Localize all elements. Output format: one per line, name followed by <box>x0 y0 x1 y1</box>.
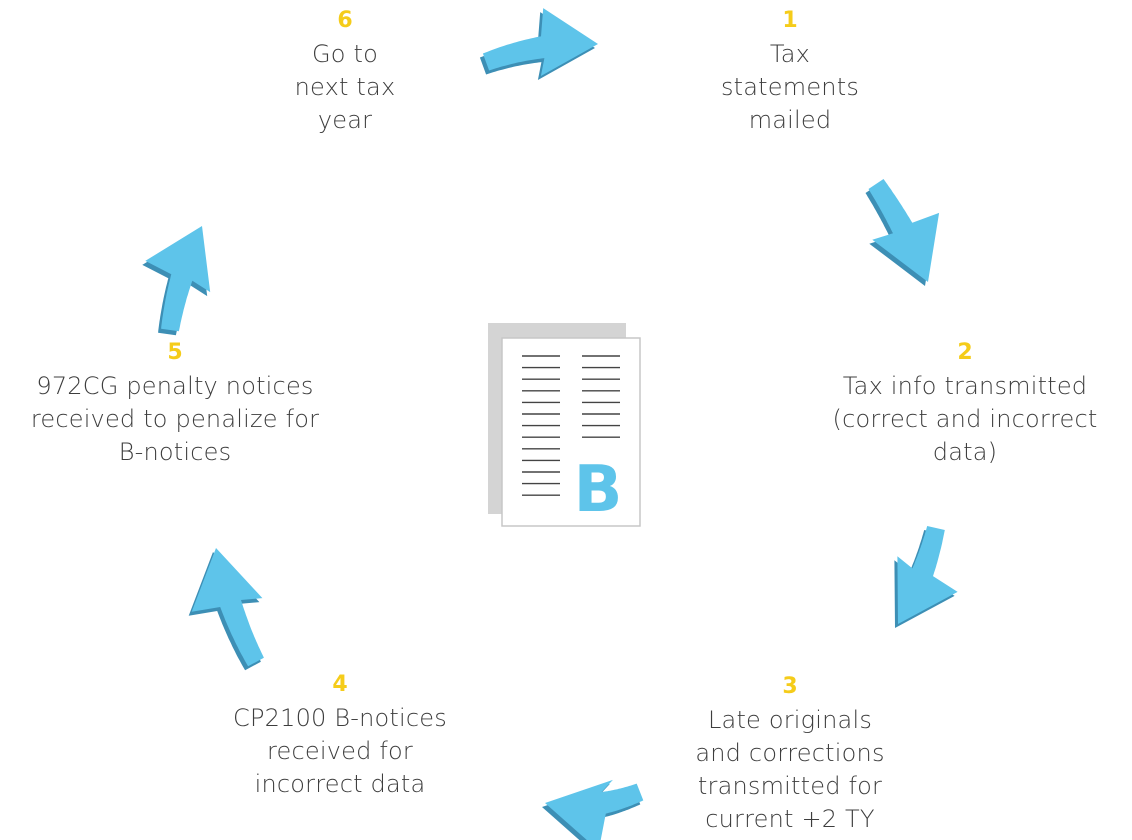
arrow-1-to-2 <box>865 179 940 286</box>
step-label: 972CG penalty notices received to penali… <box>30 372 320 466</box>
arrow-body <box>145 226 211 332</box>
arrow-6-to-1 <box>479 8 598 81</box>
step-number: 5 <box>167 340 183 365</box>
step-number: 1 <box>782 8 798 33</box>
b-notice-document-icon: B <box>488 323 641 527</box>
arrow-2-to-3 <box>894 526 958 628</box>
step-2: 2 Tax info transmitted (correct and inco… <box>800 340 1130 469</box>
step-number: 2 <box>957 340 973 365</box>
step-label: Late originals and corrections transmitt… <box>695 706 885 833</box>
arrow-body <box>191 548 264 667</box>
step-number: 4 <box>332 672 348 697</box>
step-number: 3 <box>782 674 798 699</box>
step-5: 5 972CG penalty notices received to pena… <box>0 340 350 469</box>
step-1: 1 Tax statements mailed <box>690 8 890 137</box>
step-label: CP2100 B-notices received for incorrect … <box>233 704 447 798</box>
arrows-layer <box>142 8 958 840</box>
step-label: Tax statements mailed <box>720 40 860 134</box>
arrow-body <box>868 179 940 282</box>
arrow-body <box>545 779 644 840</box>
step-label: Go to next tax year <box>294 40 396 134</box>
arrow-3-to-4 <box>542 779 644 840</box>
step-number: 6 <box>337 8 353 33</box>
arrow-4-to-5 <box>188 548 264 671</box>
document-letter: B <box>574 453 623 527</box>
step-3: 3 Late originals and corrections transmi… <box>650 674 930 836</box>
arrow-body <box>897 526 958 624</box>
step-6: 6 Go to next tax year <box>245 8 445 137</box>
step-4: 4 CP2100 B-notices received for incorrec… <box>200 672 480 801</box>
arrow-body <box>482 8 598 77</box>
arrow-5-to-6 <box>142 226 211 336</box>
step-label: Tax info transmitted (correct and incorr… <box>832 372 1098 466</box>
document-text-lines <box>522 355 620 496</box>
